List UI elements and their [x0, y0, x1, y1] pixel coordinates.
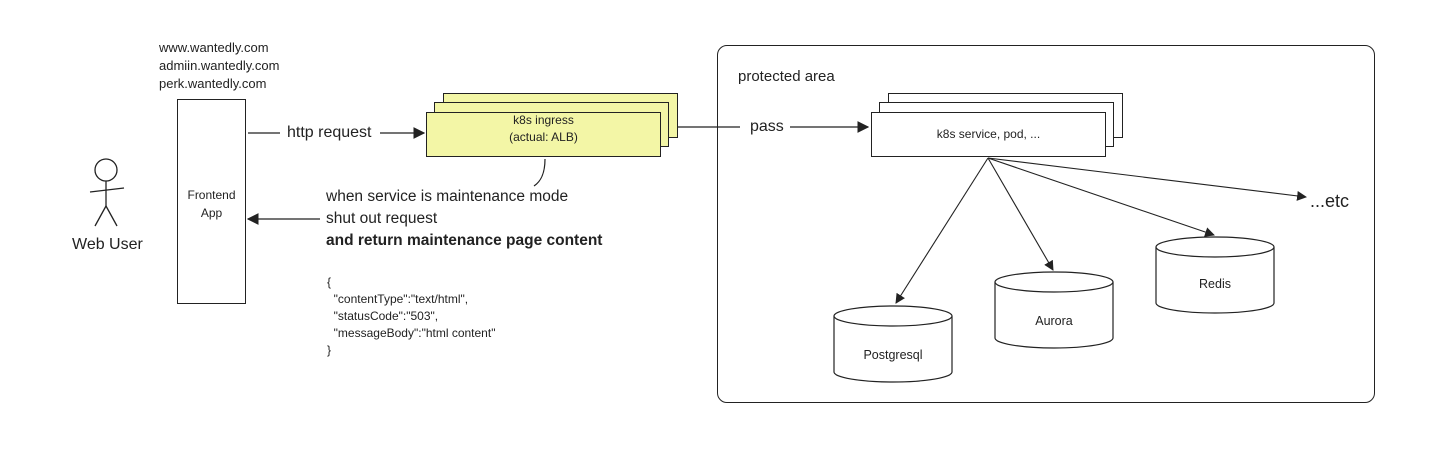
postgresql-cylinder — [833, 305, 953, 383]
json-line: } — [327, 343, 332, 357]
ingress-title: k8s ingress — [513, 113, 574, 127]
aurora-cylinder — [994, 271, 1114, 349]
pass-label: pass — [750, 118, 784, 135]
note-line-bold: and return maintenance page content — [326, 232, 603, 249]
domain-list: www.wantedly.com admiin.wantedly.com per… — [159, 39, 279, 93]
aurora-label: Aurora — [1035, 314, 1073, 328]
json-line: "statusCode":"503", — [327, 309, 439, 323]
domain-item: admiin.wantedly.com — [159, 58, 280, 73]
http-request-label: http request — [287, 124, 372, 141]
note-line: when service is maintenance mode — [326, 188, 569, 205]
domain-item: www.wantedly.com — [159, 40, 269, 55]
service-fanout-arrows — [895, 157, 1307, 304]
redis-label: Redis — [1199, 277, 1231, 291]
json-line: { — [327, 275, 332, 289]
json-line: "contentType":"text/html", — [327, 292, 469, 306]
protected-area-label: protected area — [738, 68, 835, 85]
note-line: shut out request — [326, 210, 438, 227]
web-user-icon — [89, 158, 125, 227]
json-line: "messageBody":"html content" — [327, 326, 496, 340]
frontend-app-label: Frontend App — [187, 188, 236, 220]
ingress-callout-line — [533, 158, 546, 187]
redis-cylinder — [1155, 236, 1275, 314]
ingress-subtitle: (actual: ALB) — [509, 130, 578, 144]
frontend-app-box: Frontend App — [177, 99, 246, 304]
k8s-service-label: k8s service, pod, ... — [936, 127, 1041, 141]
domain-item: perk.wantedly.com — [159, 76, 267, 91]
service-card-front — [871, 112, 1106, 157]
web-user-label: Web User — [72, 236, 143, 253]
postgresql-label: Postgresql — [863, 348, 923, 362]
response-json-block: { "contentType":"text/html", "statusCode… — [327, 274, 495, 359]
ingress-card-front — [426, 112, 661, 157]
protected-area-box — [717, 45, 1375, 403]
etc-label: ...etc — [1310, 191, 1350, 211]
maintenance-note: when service is maintenance mode shut ou… — [326, 186, 602, 252]
k8s-ingress-label: k8s ingress (actual: ALB) — [426, 112, 661, 146]
